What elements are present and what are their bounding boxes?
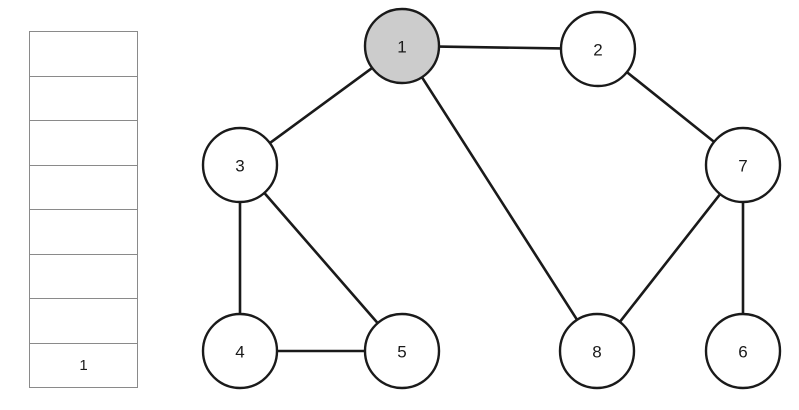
graph-node-circle-6[interactable]: [704, 312, 782, 390]
graph-node-6[interactable]: 6: [704, 312, 782, 390]
graph-node-label-6: 6: [738, 343, 747, 362]
graph-edge-1-8: [420, 75, 579, 322]
graph-node-label-7: 7: [738, 157, 747, 176]
stack-cell-5[interactable]: [30, 254, 137, 299]
graph-node-7[interactable]: 7: [704, 126, 782, 204]
stack-cell-2[interactable]: [30, 121, 137, 166]
graph-edges: [238, 45, 745, 353]
graph-node-4[interactable]: 4: [201, 312, 279, 390]
stack-cell-4[interactable]: [30, 210, 137, 255]
graph-node-circle-1[interactable]: [363, 7, 441, 85]
graph-node-circle-4[interactable]: [201, 312, 279, 390]
visit-stack-panel: 1: [29, 31, 138, 388]
graph-nodes: 1 2 3 4 5 6 7 8: [201, 7, 782, 390]
graph-node-label-4: 4: [235, 343, 244, 362]
stack-cell-3[interactable]: [30, 165, 137, 210]
graph-edge-1-2: [437, 45, 563, 50]
graph-node-circle-5[interactable]: [363, 312, 441, 390]
stack-cell-value: 1: [79, 356, 88, 374]
graph-node-circle-2[interactable]: [559, 10, 637, 88]
graph-node-8[interactable]: 8: [558, 312, 636, 390]
graph-node-label-5: 5: [397, 343, 406, 362]
graph-edge-1-3: [268, 66, 374, 145]
graph-node-label-1: 1: [397, 38, 406, 57]
graph-edge-2-7: [625, 70, 716, 144]
graph-node-label-8: 8: [592, 343, 601, 362]
graph-node-circle-7[interactable]: [704, 126, 782, 204]
graph-node-3[interactable]: 3: [201, 126, 279, 204]
graph-edge-3-5: [263, 191, 379, 325]
stack-cell-1[interactable]: [30, 76, 137, 121]
graph-node-2[interactable]: 2: [559, 10, 637, 88]
graph-node-circle-8[interactable]: [558, 312, 636, 390]
graph-node-5[interactable]: 5: [363, 312, 441, 390]
graph-edge-7-8: [618, 192, 722, 324]
graph-node-label-2: 2: [593, 41, 602, 60]
stack-cell-6[interactable]: [30, 299, 137, 344]
graph-node-1[interactable]: 1: [363, 7, 441, 85]
graph-node-label-3: 3: [235, 157, 244, 176]
stack-cell-7[interactable]: 1: [30, 343, 137, 387]
stack-cell-0[interactable]: [30, 32, 137, 77]
graph-node-circle-3[interactable]: [201, 126, 279, 204]
